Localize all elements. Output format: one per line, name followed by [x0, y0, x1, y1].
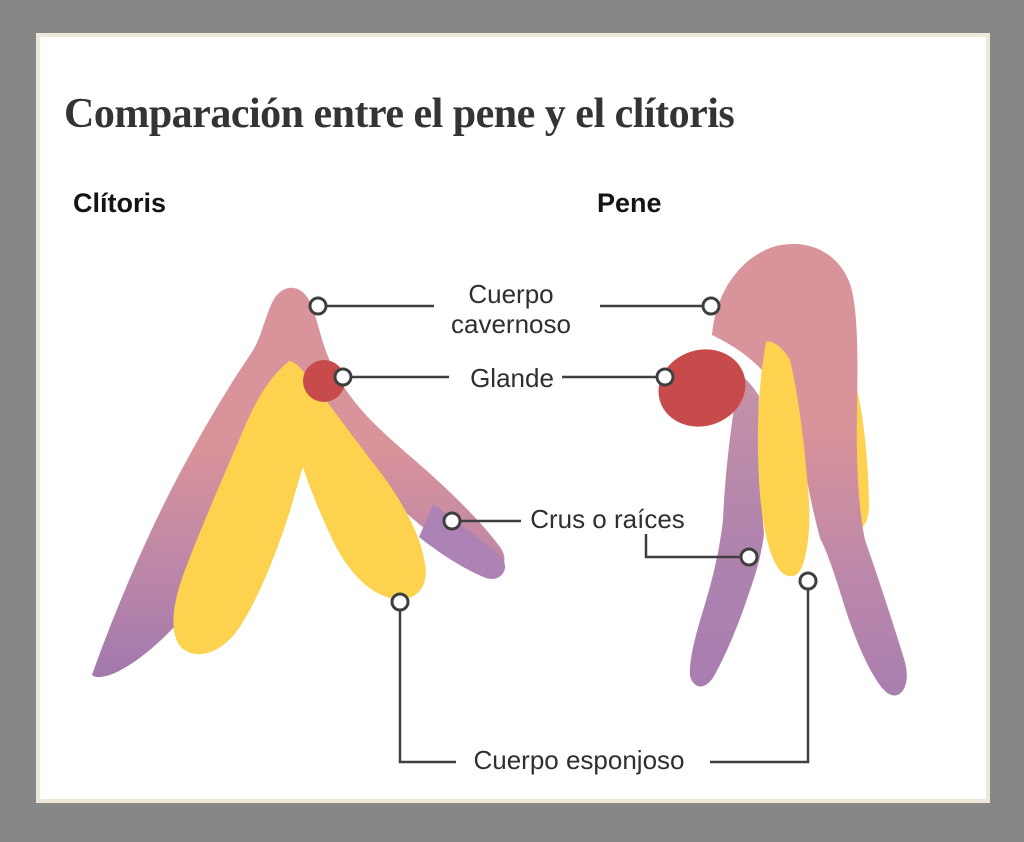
pene-illustration — [658, 244, 907, 696]
dot-esponjoso-clitoris — [390, 592, 410, 612]
clitoris-bulbs-shape — [173, 361, 426, 655]
leader-esponjoso-left — [398, 610, 456, 764]
dot-glande-pene — [655, 367, 675, 387]
callout-dots — [308, 296, 818, 612]
leader-esponjoso-right — [710, 590, 810, 764]
figure-label-clitoris: Clítoris — [73, 188, 167, 218]
pene-corpus-cavernosum-shape — [712, 244, 907, 696]
clitoris-crus-tip-shape — [419, 504, 506, 579]
pene-glans-shape — [658, 349, 746, 427]
page-title: Comparación entre el pene y el clítoris — [64, 91, 735, 138]
clitoris-illustration — [92, 287, 506, 678]
dot-cavernoso-clitoris — [308, 296, 328, 316]
dot-esponjoso-pene — [798, 571, 818, 591]
figure-label-pene: Pene — [597, 188, 662, 218]
leader-crus-right — [644, 534, 741, 559]
annotation-cuerpo-cavernoso: Cuerpo cavernoso — [451, 279, 571, 339]
dot-crus-pene — [739, 547, 759, 567]
annotation-cuerpo-esponjoso: Cuerpo esponjoso — [473, 745, 685, 775]
dot-glande-clitoris — [333, 367, 353, 387]
annotation-crus: Crus o raíces — [530, 504, 685, 534]
dot-cavernoso-pene — [701, 296, 721, 316]
callout-lines — [326, 304, 810, 764]
clitoris-glans-shape — [303, 360, 345, 402]
dot-crus-clitoris — [442, 511, 462, 531]
pene-crus-left-shape — [689, 374, 764, 687]
annotation-glande: Glande — [470, 363, 554, 393]
pene-spongiosum-shape — [757, 341, 810, 577]
